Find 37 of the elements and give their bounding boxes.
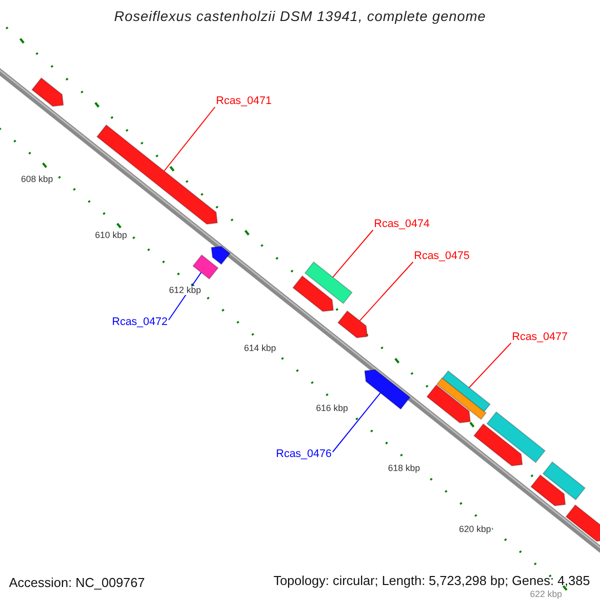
- gene-feature: [426, 384, 471, 424]
- gene-label: Rcas_0474: [374, 219, 430, 230]
- gene-feature: [542, 461, 586, 500]
- scale-label: 622 kbp: [529, 590, 564, 599]
- gene-label: Rcas_0476: [276, 449, 332, 460]
- leader-line: [332, 230, 374, 278]
- leader-line: [359, 262, 414, 322]
- gene-feature: [473, 423, 523, 466]
- gene-label: Rcas_0477: [512, 332, 568, 343]
- gene-feature: [364, 369, 411, 410]
- gene-feature: [337, 310, 368, 338]
- leader-line: [164, 106, 216, 172]
- gene-feature: [436, 377, 487, 420]
- scale-label: 612 kbp: [168, 286, 202, 295]
- gene-feature: [486, 411, 546, 464]
- scale-label: 616 kbp: [315, 404, 350, 413]
- genome-info-text: Topology: circular; Length: 5,723,298 bp; Genes: 4,385: [273, 574, 590, 587]
- scale-label: 610 kbp: [94, 231, 128, 240]
- scale-label: 608 kbp: [20, 175, 54, 184]
- gene-feature: [210, 246, 231, 265]
- gene-feature: [292, 275, 334, 312]
- accession-text: Accession: NC_009767: [9, 576, 145, 589]
- gene-feature: [192, 254, 219, 280]
- leader-line: [468, 342, 512, 388]
- gene-label: Rcas_0472: [112, 317, 168, 328]
- gene-label: Rcas_0475: [414, 251, 470, 262]
- scale-label: 620 kbp: [458, 525, 492, 534]
- gene-feature: [96, 124, 218, 225]
- gene-feature: [565, 504, 600, 542]
- diagram-title: Roseiflexus castenholzii DSM 13941, complete genome: [113, 9, 487, 23]
- scale-label: 618 kbp: [387, 464, 422, 473]
- scale-label: 614 kbp: [243, 344, 278, 353]
- gene-label: Rcas_0471: [216, 96, 272, 107]
- gene-feature: [530, 474, 566, 506]
- gene-feature: [31, 77, 64, 107]
- gene-feature: [304, 261, 353, 304]
- leader-line: [332, 392, 381, 452]
